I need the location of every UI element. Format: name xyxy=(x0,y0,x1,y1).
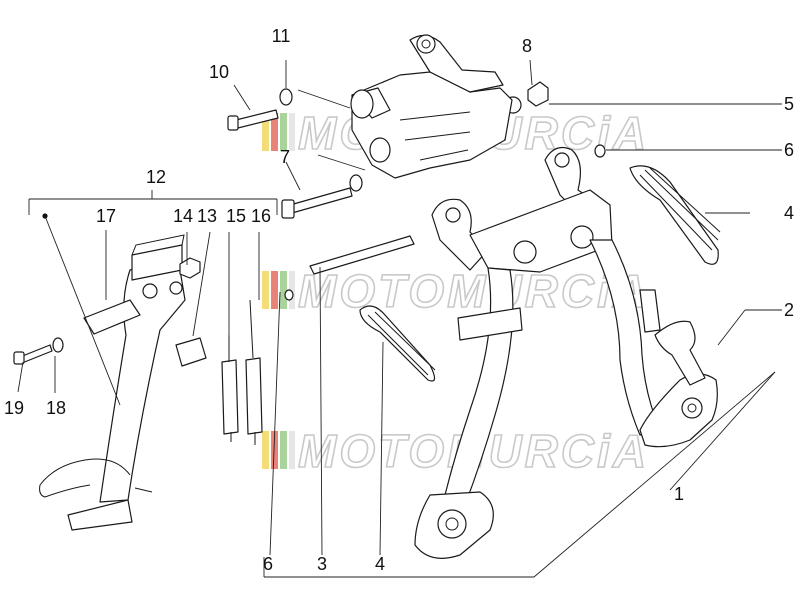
bolts-and-springs-drawing xyxy=(13,81,721,445)
callout-4-right: 4 xyxy=(784,203,794,223)
callout-labels: 1 2 3 4 4 5 6 6 7 8 10 11 12 13 14 15 16… xyxy=(4,26,794,574)
mount-bracket-drawing xyxy=(350,34,522,179)
stripe-green xyxy=(280,431,287,469)
callout-11: 11 xyxy=(272,26,291,46)
callout-7: 7 xyxy=(280,147,290,167)
stripe-yellow xyxy=(262,271,269,309)
callout-18: 18 xyxy=(46,398,66,418)
callout-5: 5 xyxy=(784,94,794,114)
side-stand-drawing xyxy=(39,234,186,531)
callout-16: 16 xyxy=(251,206,271,226)
callout-1: 1 xyxy=(674,484,684,504)
callout-3: 3 xyxy=(317,554,327,574)
watermark-stripes xyxy=(262,271,295,309)
watermark-middle: MOTOMURCiA xyxy=(262,264,649,318)
callout-14: 14 xyxy=(173,206,193,226)
stripe-grey xyxy=(289,431,295,469)
callout-19: 19 xyxy=(4,398,24,418)
callout-2: 2 xyxy=(784,300,794,320)
stripe-green xyxy=(280,271,287,309)
stripe-yellow xyxy=(262,431,269,469)
callout-17: 17 xyxy=(96,206,116,226)
callout-8: 8 xyxy=(522,36,532,56)
stripe-red xyxy=(271,113,278,151)
stripe-green xyxy=(280,113,287,151)
stripe-red xyxy=(271,271,278,309)
watermark-stripes xyxy=(262,113,295,151)
watermark-stripes xyxy=(262,431,295,469)
callout-15: 15 xyxy=(226,206,246,226)
central-stand-drawing xyxy=(414,147,718,559)
callout-12: 12 xyxy=(146,167,166,187)
leader-dot xyxy=(42,213,48,219)
watermark-text: MOTOMURCiA xyxy=(298,265,649,317)
callout-10: 10 xyxy=(209,62,229,82)
callout-6-bottom: 6 xyxy=(263,554,273,574)
stripe-yellow xyxy=(262,113,269,151)
leader-lines xyxy=(17,59,782,578)
callout-4-center: 4 xyxy=(375,554,385,574)
stripe-red xyxy=(271,431,278,469)
stripe-grey xyxy=(289,113,295,151)
callout-6-right: 6 xyxy=(784,140,794,160)
stripe-grey xyxy=(289,271,295,309)
callout-13: 13 xyxy=(197,206,217,226)
